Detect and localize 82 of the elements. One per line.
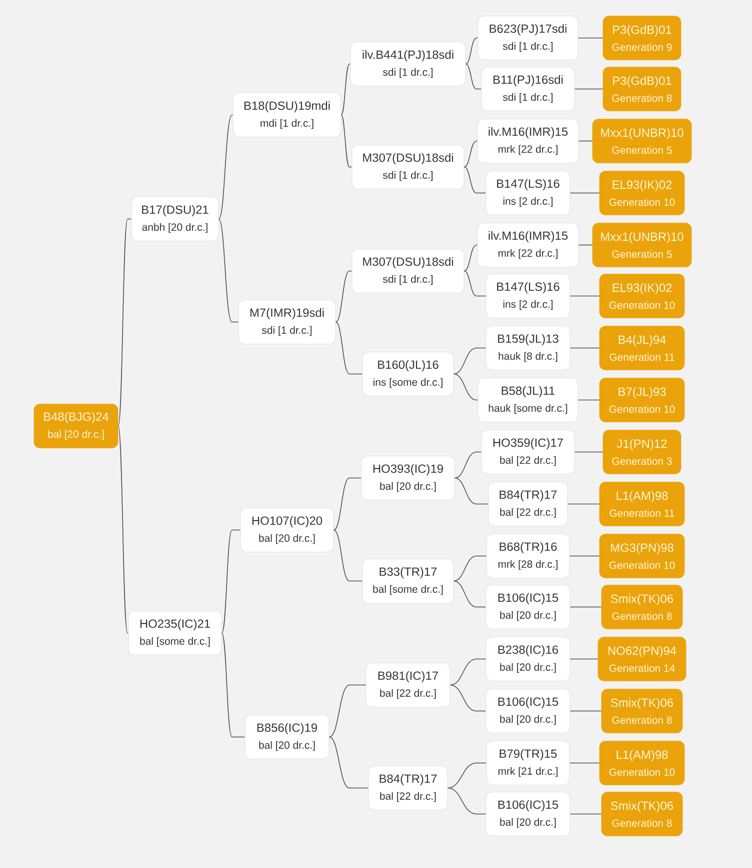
connector-line bbox=[335, 270, 352, 322]
entry-card: HO393(IC)19 bal [20 dr.c.] bbox=[361, 456, 455, 500]
entry-card: B18(DSU)19mdi mdi [1 dr.c.] bbox=[232, 92, 342, 138]
highlighted-card: EL93(IK)02 Generation 10 bbox=[599, 274, 685, 318]
connector-line bbox=[570, 192, 600, 194]
entry-card: B106(IC)15 bal [20 dr.c.] bbox=[486, 688, 570, 734]
highlighted-card: Smix(TK)06 Generation 8 bbox=[601, 584, 683, 630]
highlighted-card: P3(GdB)01 Generation 8 bbox=[602, 66, 682, 112]
connector-line bbox=[340, 114, 352, 168]
entry-card: HO359(IC)17 bal [22 dr.c.] bbox=[481, 430, 575, 474]
connector-line bbox=[118, 218, 132, 426]
connector-line bbox=[118, 426, 129, 634]
entry-card: B84(TR)17 bal [22 dr.c.] bbox=[488, 482, 568, 526]
connector-line bbox=[328, 684, 366, 738]
connector-line bbox=[340, 64, 351, 116]
entry-card: B58(JL)11 hauk [some dr.c.] bbox=[478, 378, 578, 422]
entry-card: B84(TR)17 bal [22 dr.c.] bbox=[368, 766, 448, 810]
connector-line bbox=[447, 788, 486, 814]
entry-card: B17(DSU)21 anbh [20 dr.c.] bbox=[131, 196, 219, 242]
entry-card: B147(LS)16 ins [2 dr.c.] bbox=[486, 170, 570, 216]
entry-card: B981(IC)17 bal [22 dr.c.] bbox=[366, 662, 450, 708]
highlighted-card: J1(PN)12 Generation 3 bbox=[602, 430, 682, 474]
connector-line bbox=[335, 322, 363, 374]
entry-card: B238(IC)16 bal [20 dr.c.] bbox=[486, 636, 570, 682]
entry-card: B33(TR)17 bal [some dr.c.] bbox=[362, 558, 454, 604]
highlighted-card: Smix(TK)06 Generation 8 bbox=[601, 688, 683, 734]
connector-line bbox=[333, 530, 363, 582]
connector-line bbox=[570, 658, 598, 660]
highlighted-card: EL93(IK)02 Generation 10 bbox=[599, 170, 685, 216]
connector-line bbox=[218, 114, 234, 220]
entry-card: B160(JL)16 ins [some dr.c.] bbox=[362, 352, 454, 396]
entry-card: B856(IC)19 bal [20 dr.c.] bbox=[244, 714, 330, 760]
entry-card: B79(TR)15 mrk [21 dr.c.] bbox=[486, 740, 570, 786]
highlighted-card: Smix(TK)06 Generation 8 bbox=[601, 792, 683, 836]
highlighted-card: P3(GdB)01 Generation 9 bbox=[602, 16, 682, 60]
highlighted-card: Mxx1(UNBR)10 Generation 5 bbox=[592, 118, 692, 164]
connector-line bbox=[450, 658, 486, 686]
connector-line bbox=[464, 166, 486, 194]
connector-line bbox=[453, 348, 486, 374]
entry-card: HO107(IC)20 bal [20 dr.c.] bbox=[240, 508, 334, 552]
entry-card: B159(JL)13 hauk [8 dr.c.] bbox=[486, 326, 570, 370]
highlighted-card: B7(JL)93 Generation 10 bbox=[599, 378, 685, 422]
connector-line bbox=[447, 762, 487, 788]
entry-card: M7(IMR)19sdi sdi [1 dr.c.] bbox=[238, 300, 336, 344]
entry-card: ilv.B441(PJ)18sdi sdi [1 dr.c.] bbox=[350, 42, 466, 86]
connector-line bbox=[578, 244, 593, 246]
connector-line bbox=[570, 710, 602, 712]
entry-card: HO235(IC)21 bal [some dr.c.] bbox=[128, 610, 222, 656]
entry-card: B68(TR)16 mrk [28 dr.c.] bbox=[486, 534, 570, 578]
connector-line bbox=[465, 38, 478, 64]
highlighted-card: MG3(PN)98 Generation 10 bbox=[599, 534, 685, 578]
connector-line bbox=[453, 580, 486, 608]
entry-card: B106(IC)15 bal [20 dr.c.] bbox=[486, 584, 570, 630]
highlighted-card: L1(AM)98 Generation 10 bbox=[599, 740, 685, 786]
connector-line bbox=[578, 140, 593, 142]
connector-line bbox=[453, 374, 478, 400]
entry-card: ilv.M16(IMR)15 mrk [22 dr.c.] bbox=[477, 222, 579, 268]
connector-line bbox=[328, 736, 369, 788]
entry-card: ilv.M16(IMR)15 mrk [22 dr.c.] bbox=[477, 118, 579, 164]
connector-line bbox=[464, 140, 478, 168]
connector-line bbox=[574, 88, 604, 90]
entry-card: B106(IC)15 bal [20 dr.c.] bbox=[486, 792, 570, 836]
connector-line bbox=[454, 478, 489, 504]
connector-line bbox=[454, 452, 482, 478]
entry-card: B623(PJ)17sdi sdi [1 dr.c.] bbox=[478, 16, 578, 60]
connector-line bbox=[570, 606, 602, 608]
entry-card: B147(LS)16 ins [2 dr.c.] bbox=[486, 274, 570, 318]
connector-line bbox=[464, 270, 486, 296]
highlighted-card: L1(AM)98 Generation 11 bbox=[599, 482, 685, 526]
entry-card: M307(DSU)18sdi sdi [1 dr.c.] bbox=[352, 248, 464, 294]
highlighted-card: NO62(PN)94 Generation 14 bbox=[598, 636, 686, 682]
connector-line bbox=[464, 244, 478, 272]
connector-line bbox=[453, 556, 487, 582]
highlighted-card: Mxx1(UNBR)10 Generation 5 bbox=[592, 222, 692, 268]
entry-card: B11(PJ)16sdi sdi [1 dr.c.] bbox=[481, 66, 575, 112]
connector-line bbox=[333, 478, 362, 530]
connector-line bbox=[450, 684, 486, 712]
highlighted-card: B48(BJG)24 bal [20 dr.c.] bbox=[34, 404, 118, 448]
connector-line bbox=[221, 632, 246, 738]
highlighted-card: B4(JL)94 Generation 11 bbox=[599, 326, 685, 370]
connector-line bbox=[569, 762, 600, 764]
entry-card: M307(DSU)18sdi sdi [1 dr.c.] bbox=[352, 144, 464, 190]
